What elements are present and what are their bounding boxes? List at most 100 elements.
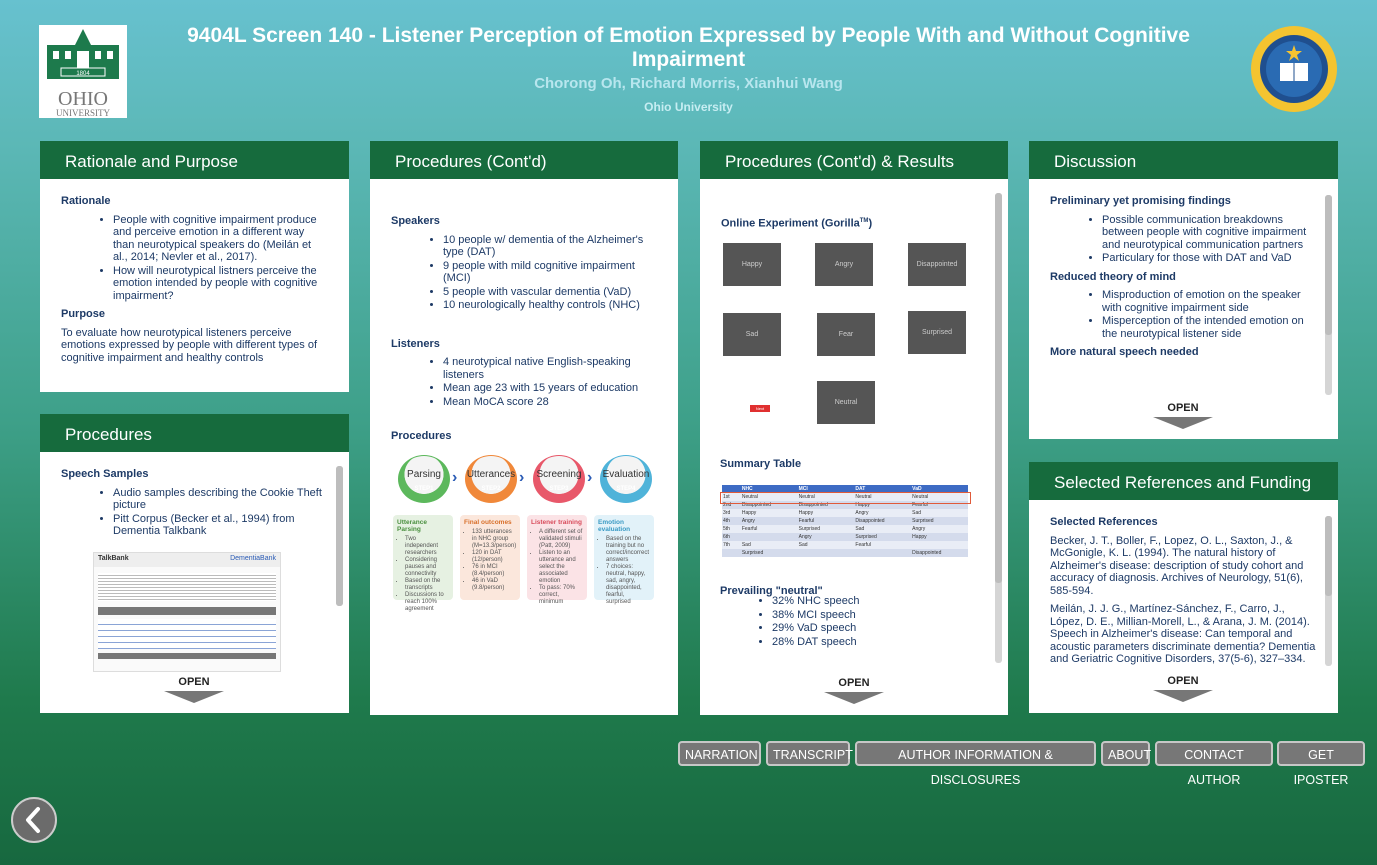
ohio-university-logo: 1804 OHIO UNIVERSITY	[39, 25, 127, 118]
table-cell	[798, 549, 855, 557]
scrollbar[interactable]	[1325, 195, 1332, 395]
contact-author-button[interactable]: CONTACT AUTHOR	[1155, 741, 1273, 787]
emotion-option: Disappointed	[908, 243, 966, 286]
list-item: Particulary for those with DAT and VaD	[1102, 252, 1317, 265]
section-heading: Rationale	[61, 195, 111, 207]
section-heading: Selected References	[1050, 516, 1158, 528]
list-item: Audio samples describing the Cookie Thef…	[113, 487, 328, 512]
narration-button[interactable]: NARRATION	[678, 741, 761, 766]
table-cell: 7th	[723, 542, 730, 548]
panel-title: Selected References and Funding	[1029, 462, 1338, 500]
author-info-button[interactable]: AUTHOR INFORMATION & DISCLOSURES	[855, 741, 1096, 787]
list-item: 4 neurotypical native English-speaking l…	[443, 356, 657, 381]
poster-affiliation: Ohio University	[644, 100, 733, 114]
back-button[interactable]	[11, 797, 57, 843]
list-item: Mean MoCA score 28	[443, 396, 657, 409]
table-cell: Happy	[912, 534, 927, 540]
panel-rationale: Rationale and Purpose Rationale People w…	[40, 141, 349, 392]
list-item: Misperception of the intended emotion on…	[1102, 315, 1317, 340]
table-cell: Neutral	[741, 494, 758, 500]
panel-body: Speakers 10 people w/ dementia of the Al…	[370, 179, 678, 459]
table-cell: Surprised	[798, 526, 821, 532]
section-heading: Purpose	[61, 308, 106, 320]
section-heading: More natural speech needed	[1050, 346, 1199, 358]
chevron-right-icon: ›	[452, 469, 458, 486]
section-heading: Summary Table	[720, 458, 802, 470]
table-cell: Disappointed	[855, 518, 885, 524]
list-item: How will neurotypical listners perceive …	[113, 265, 328, 303]
procedure-card: Final outcomes 133 utterances in NHC gro…	[460, 515, 520, 600]
scrollbar[interactable]	[995, 193, 1002, 663]
about-button[interactable]: ABOUT	[1101, 741, 1151, 766]
table-cell: Disappointed	[798, 502, 828, 508]
panel-body: Speech Samples Audio samples describing …	[40, 452, 349, 672]
chevron-down-icon	[824, 692, 884, 704]
chevron-down-icon	[1153, 417, 1213, 429]
open-button[interactable]: OPEN	[164, 676, 224, 703]
table-cell	[911, 541, 968, 549]
table-cell: Fearful	[798, 518, 815, 524]
table-cell: Angry	[741, 518, 755, 524]
chevron-left-icon	[26, 807, 40, 833]
panel-body: Rationale People with cognitive impairme…	[40, 179, 349, 380]
open-label: OPEN	[1167, 402, 1199, 414]
open-label: OPEN	[838, 677, 870, 689]
step-screening: Screening STEP3	[533, 455, 585, 503]
table-cell: Fearful	[912, 502, 928, 508]
step-utterances: Utterances STEP2	[465, 455, 517, 503]
dementiabank-label: DementiaBank	[230, 555, 276, 563]
table-cell: Angry	[912, 526, 926, 532]
uc-irvine-seal-logo	[1250, 25, 1338, 113]
emotion-option: Happy	[723, 243, 781, 286]
chevron-down-icon	[164, 691, 224, 703]
table-cell: Neutral	[855, 494, 872, 500]
section-heading: Prevailing "neutral"	[720, 585, 823, 597]
open-button[interactable]: OPEN	[1153, 402, 1213, 429]
poster-authors: Chorong Oh, Richard Morris, Xianhui Wang	[534, 75, 843, 92]
open-label: OPEN	[1167, 675, 1199, 687]
section-heading: Online Experiment (GorillaTM)	[721, 217, 873, 230]
scrollbar[interactable]	[336, 466, 343, 606]
table-cell: Happy	[855, 502, 870, 508]
panel-body: Selected References Becker, J. T., Bolle…	[1029, 500, 1338, 670]
section-heading: Procedures	[391, 430, 452, 442]
panel-body: Preliminary yet promising findings Possi…	[1029, 179, 1338, 395]
open-button[interactable]: OPEN	[1153, 675, 1213, 702]
list-item: Mean age 23 with 15 years of education	[443, 382, 657, 395]
open-button[interactable]: OPEN	[824, 677, 884, 704]
chevron-right-icon: ›	[587, 469, 593, 486]
get-iposter-button[interactable]: GET IPOSTER	[1277, 741, 1365, 787]
table-cell: Angry	[798, 534, 812, 540]
table-cell: 1st	[723, 494, 730, 500]
procedure-card: Emotion evaluation Based on the training…	[594, 515, 654, 605]
procedure-card: Utterance Parsing Two independent resear…	[393, 515, 453, 612]
section-heading: Reduced theory of mind	[1050, 270, 1176, 283]
panel-body: Online Experiment (GorillaTM)	[700, 179, 1008, 699]
open-label: OPEN	[178, 676, 210, 688]
table-cell: Fearful	[741, 526, 758, 532]
table-cell: Neutral	[912, 494, 929, 500]
scrollbar[interactable]	[1325, 516, 1332, 666]
emotion-option: Neutral	[817, 381, 875, 424]
transcript-button[interactable]: TRANSCRIPT	[766, 741, 853, 766]
procedure-card: Listener training A different set of val…	[527, 515, 587, 605]
list-item: People with cognitive impairment produce…	[113, 214, 328, 264]
emotion-option: Sad	[723, 313, 781, 356]
list-item: 10 people w/ dementia of the Alzheimer's…	[443, 234, 657, 259]
table-cell: Sad	[855, 526, 865, 532]
panel-title: Procedures (Cont'd)	[370, 141, 678, 179]
table-cell: Surprised	[912, 518, 934, 524]
table-cell: Surprised	[741, 550, 764, 556]
emotion-option: Surprised	[908, 311, 966, 354]
prevailing-list: 32% NHC speech 38% MCI speech 29% VaD sp…	[720, 595, 859, 649]
list-item: 38% MCI speech	[772, 609, 859, 623]
emotion-option: Angry	[815, 243, 873, 286]
table-cell	[741, 533, 798, 541]
